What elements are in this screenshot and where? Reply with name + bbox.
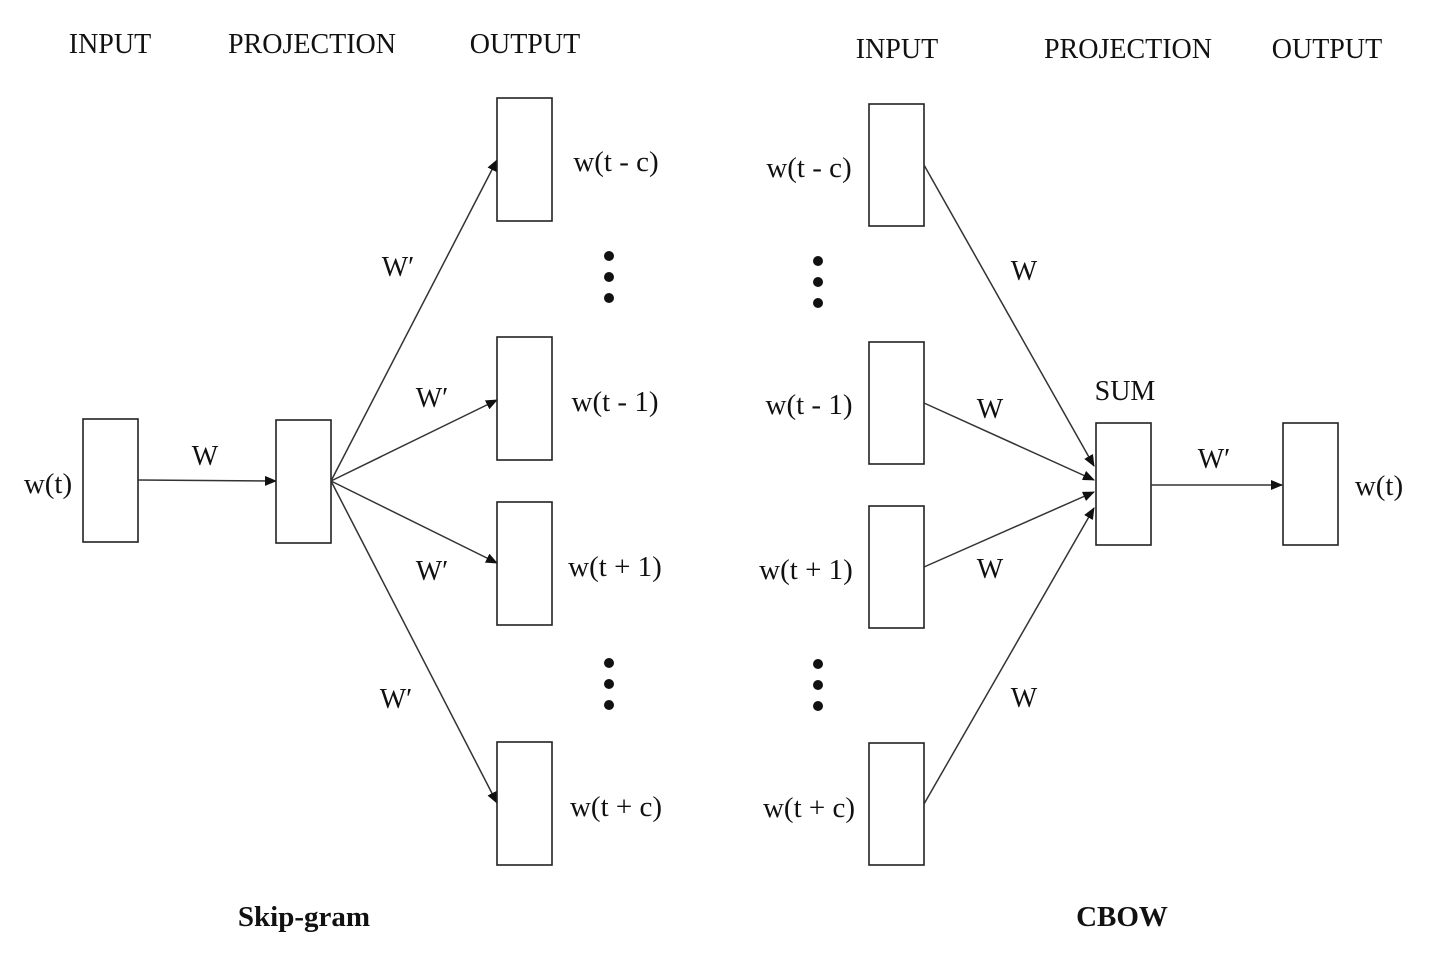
cbow-edge-in-3 (923, 491, 1095, 568)
skipgram-output-label-1: w(t - c) (573, 146, 658, 178)
skipgram-weight-out-1: W′ (382, 252, 415, 283)
skipgram-output-label-2: w(t - 1) (572, 386, 659, 418)
cbow-output-label: w(t) (1355, 470, 1403, 502)
skipgram-edge-out-2 (330, 399, 498, 482)
skipgram-input-label: w(t) (24, 468, 72, 500)
skipgram-header-output: OUTPUT (470, 29, 580, 60)
skipgram-projection-box (275, 419, 332, 544)
skipgram-edge-out-4 (330, 480, 498, 804)
skipgram-header-input: INPUT (69, 29, 151, 60)
skipgram-weight-out-4: W′ (380, 684, 413, 715)
cbow-edge-in-1 (923, 164, 1095, 467)
skipgram-output-box-3 (496, 501, 553, 626)
cbow-edge-in-4 (923, 507, 1095, 805)
skipgram-panel: INPUT PROJECTION OUTPUT w(t) W W′ W′ W′ … (24, 29, 662, 933)
cbow-header-projection: PROJECTION (1044, 34, 1212, 65)
cbow-weight-in-1: W (1011, 256, 1038, 287)
skipgram-output-box-4 (496, 741, 553, 866)
cbow-input-box-1 (868, 103, 925, 227)
cbow-input-label-1: w(t - c) (766, 152, 851, 184)
skipgram-title: Skip-gram (238, 901, 370, 933)
cbow-input-box-2 (868, 341, 925, 465)
skipgram-input-edge (137, 475, 277, 486)
skipgram-output-box-1 (496, 97, 553, 222)
cbow-projection-box (1095, 422, 1152, 546)
cbow-edge-in-2 (923, 402, 1095, 481)
skipgram-weight-out-2: W′ (416, 383, 449, 414)
cbow-output-box (1282, 422, 1339, 546)
skipgram-edge-out-1 (330, 159, 498, 482)
cbow-ellipsis-bottom (813, 659, 823, 711)
skipgram-weight-out-3: W′ (416, 556, 449, 587)
skipgram-input-box (82, 418, 139, 543)
cbow-title: CBOW (1076, 901, 1168, 933)
cbow-panel: INPUT PROJECTION OUTPUT w(t - c) w(t - 1… (759, 34, 1403, 933)
cbow-input-label-4: w(t + c) (763, 792, 855, 824)
skipgram-ellipsis-top (604, 251, 614, 303)
cbow-weight-in-3: W (977, 554, 1004, 585)
cbow-input-box-4 (868, 742, 925, 866)
cbow-input-label-2: w(t - 1) (766, 389, 853, 421)
cbow-header-output: OUTPUT (1272, 34, 1382, 65)
skipgram-ellipsis-bottom (604, 658, 614, 710)
skipgram-output-label-3: w(t + 1) (568, 551, 662, 583)
skipgram-header-projection: PROJECTION (228, 29, 396, 60)
skipgram-input-weight: W (192, 441, 219, 472)
cbow-input-box-3 (868, 505, 925, 629)
cbow-sum-label: SUM (1095, 376, 1156, 407)
cbow-ellipsis-top (813, 256, 823, 308)
skipgram-output-box-2 (496, 336, 553, 461)
skipgram-edge-out-3 (330, 480, 498, 564)
cbow-output-weight: W′ (1198, 444, 1231, 475)
cbow-weight-in-4: W (1011, 683, 1038, 714)
skipgram-output-label-4: w(t + c) (570, 791, 662, 823)
cbow-input-label-3: w(t + 1) (759, 554, 853, 586)
cbow-weight-in-2: W (977, 394, 1004, 425)
cbow-header-input: INPUT (856, 34, 938, 65)
